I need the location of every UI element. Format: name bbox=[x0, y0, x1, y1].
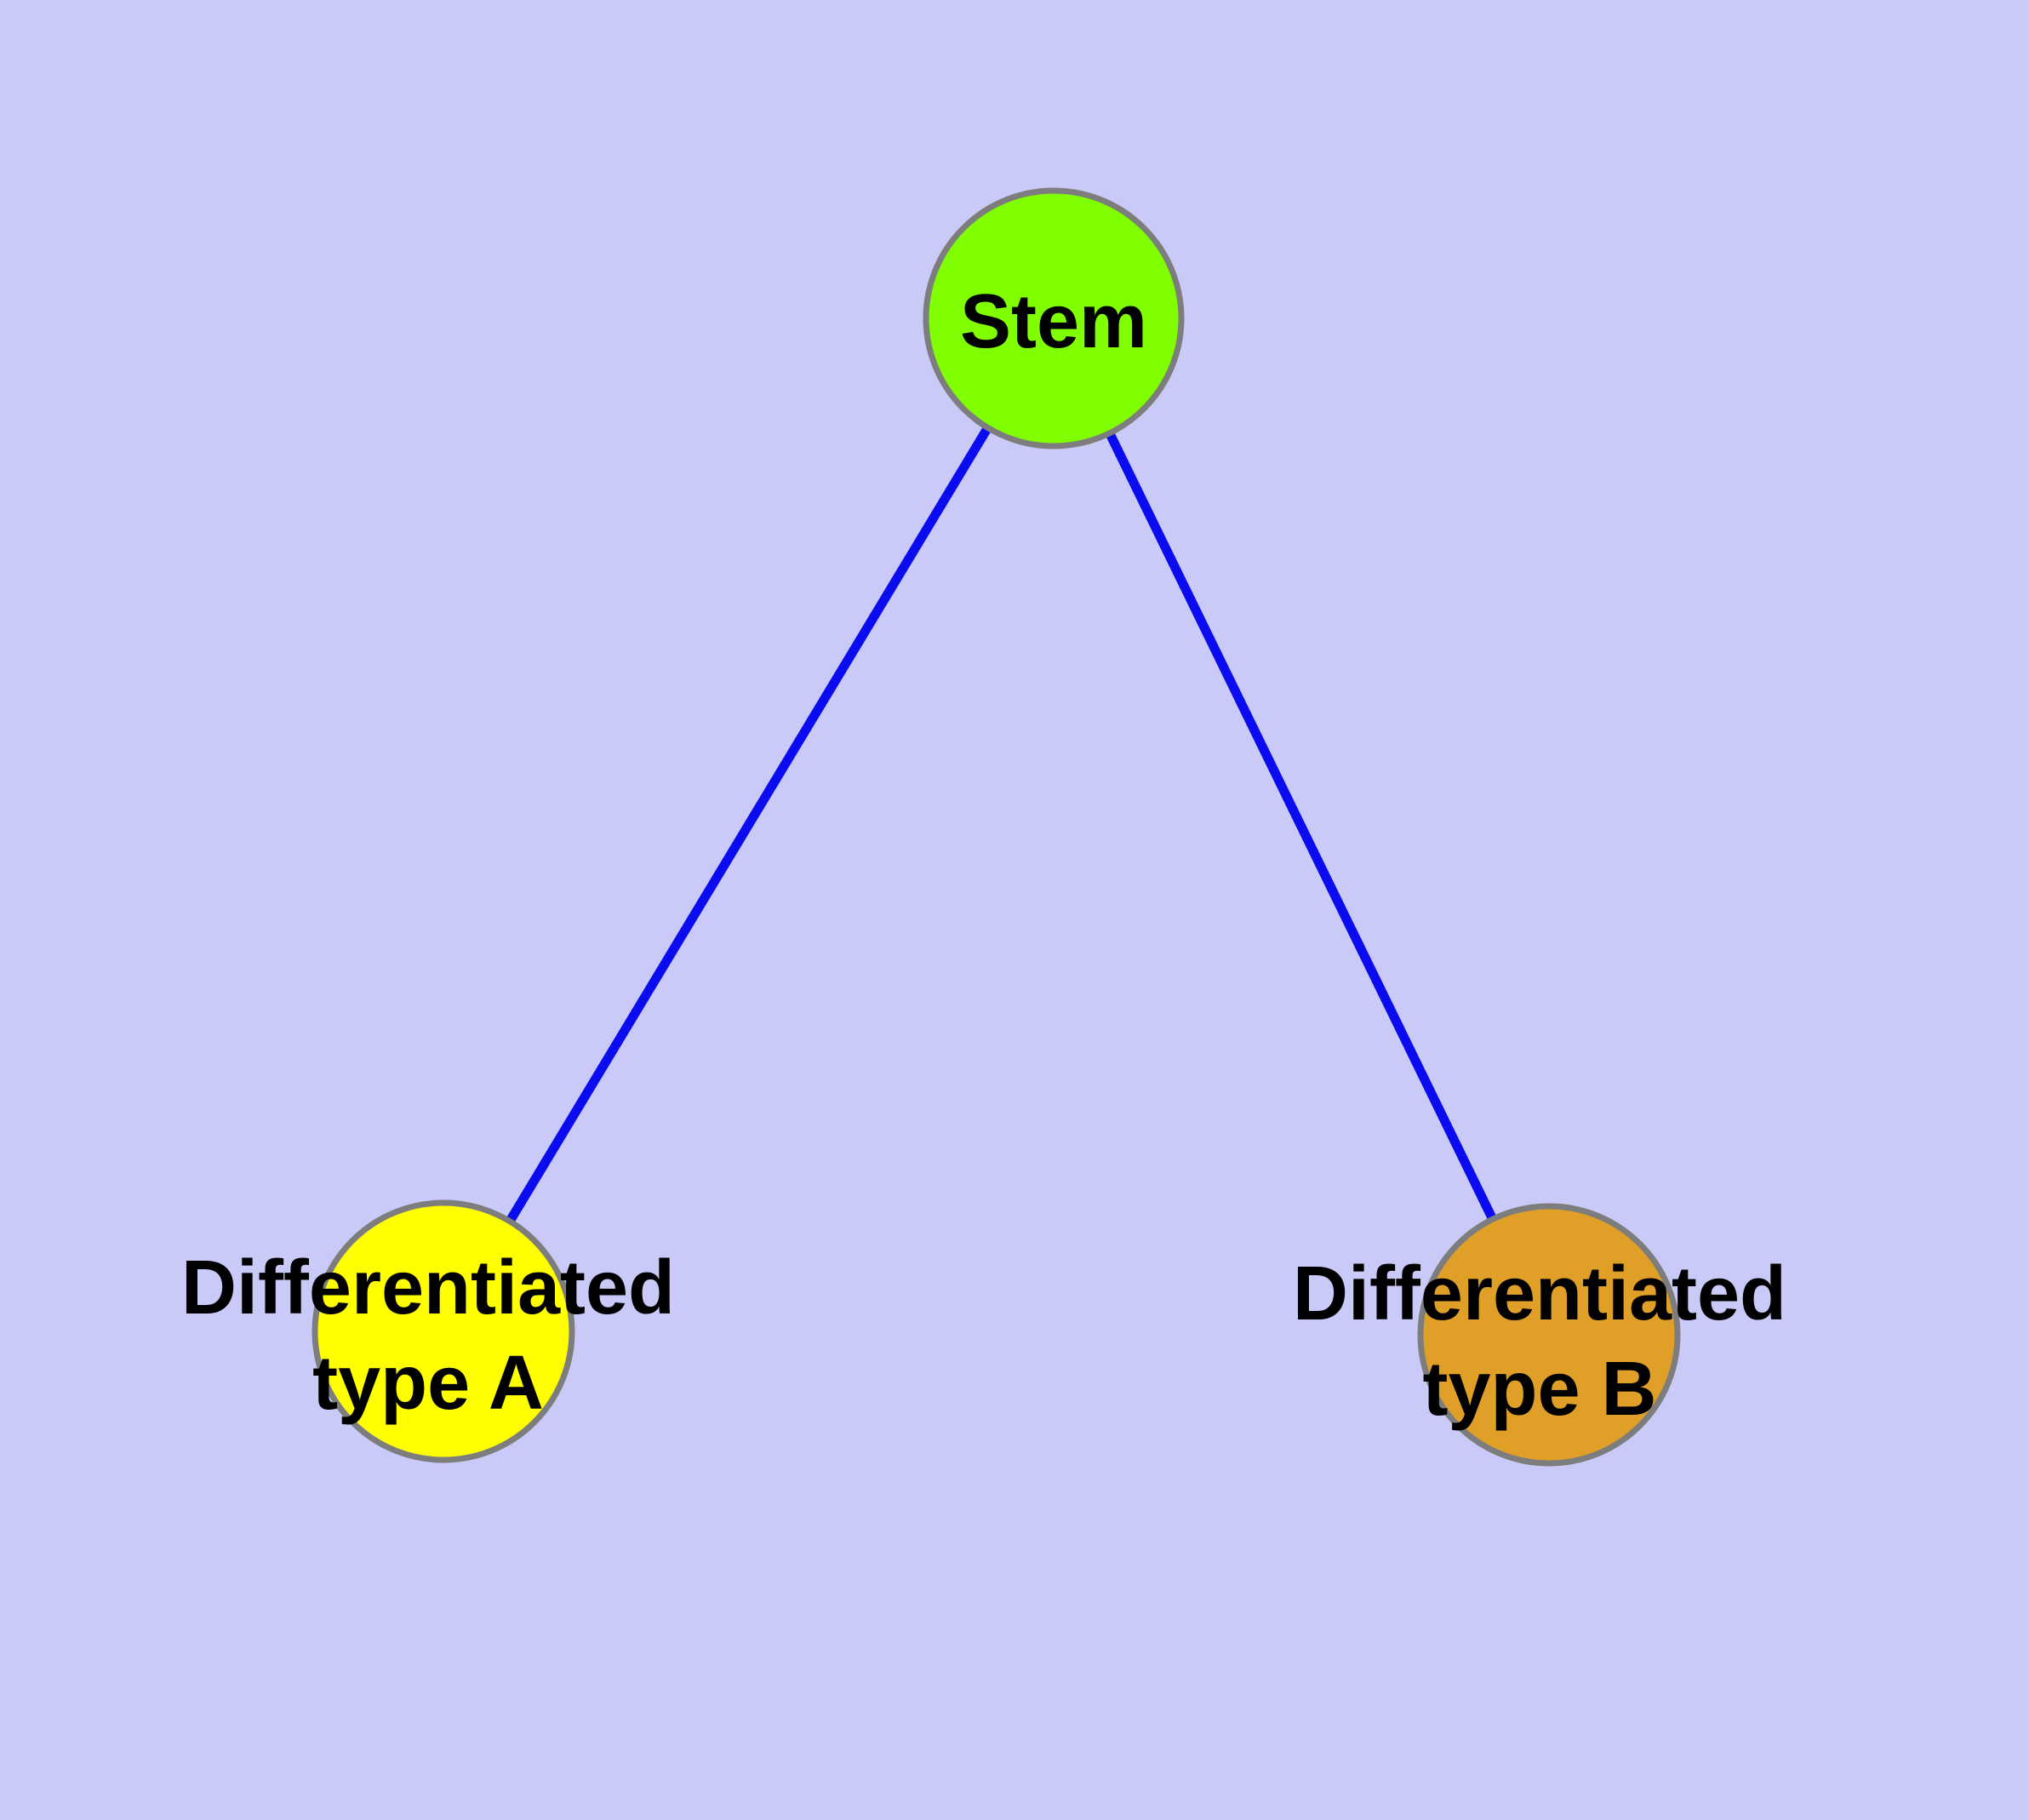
node-type-a-label-line2: type A bbox=[312, 1341, 544, 1426]
node-stem-circle bbox=[923, 187, 1185, 449]
node-type-a-circle bbox=[311, 1199, 575, 1463]
node-type-b-circle bbox=[1417, 1203, 1681, 1467]
node-stem-label: Stem bbox=[960, 279, 1147, 364]
node-type-b-label-line2: type B bbox=[1422, 1347, 1656, 1432]
edge-stem-to-type-b bbox=[1049, 316, 1553, 1337]
edge-stem-to-type-a bbox=[439, 316, 1058, 1334]
node-type-b-label-line1: Differentiated bbox=[1293, 1251, 1786, 1336]
node-type-a-label-line1: Differentiated bbox=[181, 1245, 675, 1331]
